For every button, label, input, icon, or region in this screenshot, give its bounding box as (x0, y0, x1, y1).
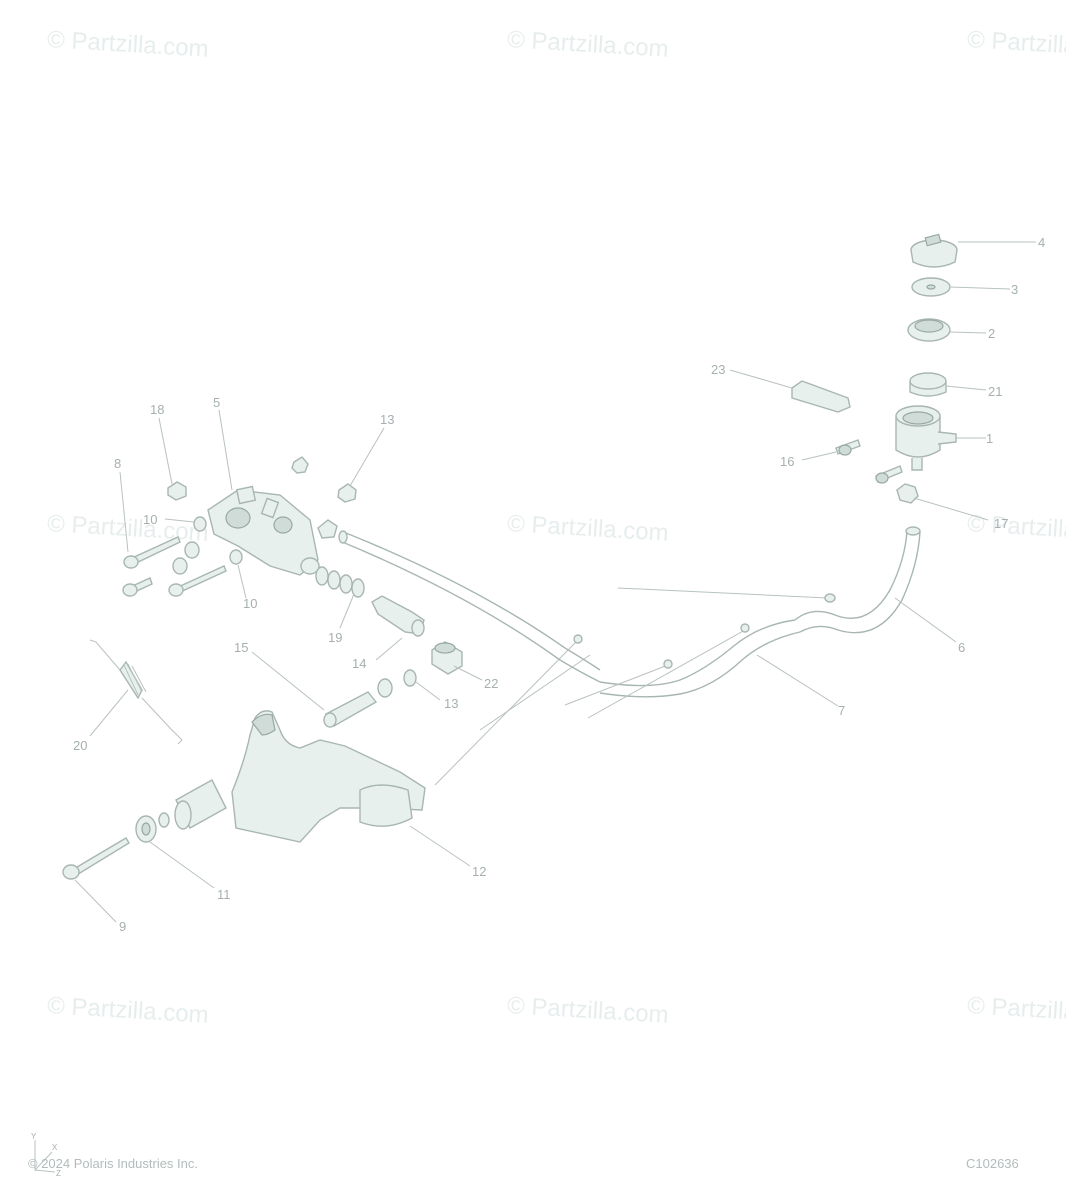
brake-pedal (231, 710, 426, 843)
spring-20 (89, 639, 183, 745)
bushing (174, 779, 227, 830)
callout-17: 17 (994, 516, 1008, 531)
bolt-9 (62, 837, 130, 880)
hose-7 (599, 619, 801, 698)
washer-11 (135, 812, 170, 843)
callout-10b: 10 (243, 596, 257, 611)
cable-ties (434, 587, 836, 786)
callout-15: 15 (234, 640, 248, 655)
axis-y: Y (31, 1132, 37, 1141)
screw-17 (875, 465, 903, 484)
callout-13b: 13 (444, 696, 458, 711)
callout-9: 9 (119, 919, 126, 934)
float (909, 372, 947, 397)
callout-8: 8 (114, 456, 121, 471)
clamp-17 (896, 483, 919, 504)
axis-indicator: Y X Z (31, 1132, 61, 1178)
callout-7: 7 (838, 703, 845, 718)
pivot-pin-15 (323, 691, 378, 728)
washers-13 (377, 669, 417, 698)
bolts-8 (122, 536, 227, 597)
master-cylinder (207, 485, 320, 576)
callout-20: 20 (73, 738, 87, 753)
callout-16: 16 (780, 454, 794, 469)
callout-1: 1 (986, 431, 993, 446)
callout-4: 4 (1038, 235, 1045, 250)
callout-23: 23 (711, 362, 725, 377)
reservoir (895, 405, 957, 471)
callout-12: 12 (472, 864, 486, 879)
callout-13a: 13 (380, 412, 394, 427)
callout-5: 5 (213, 395, 220, 410)
washers-19 (315, 566, 365, 598)
callout-2: 2 (988, 326, 995, 341)
reservoir-cap (910, 233, 958, 268)
callout-3: 3 (1011, 282, 1018, 297)
nut-13a (291, 456, 309, 474)
callout-19: 19 (328, 630, 342, 645)
diaphragm (907, 318, 951, 342)
callout-11: 11 (217, 887, 231, 902)
callout-labels: 1 2 3 4 5 6 7 8 9 10 10 11 12 13 13 14 1… (73, 235, 1045, 934)
callout-14: 14 (352, 656, 366, 671)
axis-x: X (52, 1143, 58, 1152)
fitting-14 (371, 595, 425, 637)
axis-z: Z (56, 1169, 61, 1178)
washers-10 (172, 516, 243, 575)
nut-13b (337, 483, 357, 503)
screw-16 (835, 439, 861, 456)
callout-18: 18 (150, 402, 164, 417)
callout-6: 6 (958, 640, 965, 655)
hose-6 (794, 526, 921, 634)
copyright-text: © 2024 Polaris Industries Inc. (28, 1156, 198, 1171)
callout-22: 22 (484, 676, 498, 691)
diaphragm-plate (911, 277, 951, 297)
cap-22 (431, 641, 463, 675)
pad-23 (791, 380, 851, 413)
main-hose (338, 530, 601, 683)
callout-10a: 10 (143, 512, 157, 527)
diagram-code: C102636 (966, 1156, 1019, 1171)
callout-21: 21 (988, 384, 1002, 399)
nut-18 (167, 481, 187, 501)
nut-clip (317, 519, 338, 539)
leader-lines (74, 241, 1036, 923)
